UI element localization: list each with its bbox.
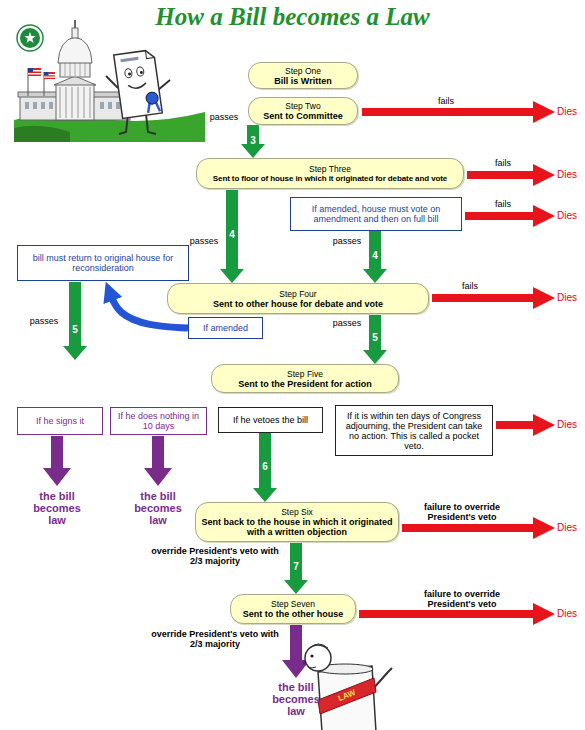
box-text: Step Seven <box>271 599 315 609</box>
box-body: Bill is Written <box>274 76 331 86</box>
outcome-box: If he does nothing in 10 days <box>110 407 207 435</box>
box-body: Sent back to the house in which it origi… <box>200 517 394 537</box>
box-text: Step One <box>285 66 321 76</box>
dome-statue <box>74 20 76 28</box>
flow-label: failure to override President's veto <box>407 589 517 609</box>
step-box: Step SevenSent to the other house <box>230 594 356 624</box>
fail-arrow <box>465 205 555 227</box>
law-arrow <box>144 436 172 486</box>
box-text: Step Two <box>285 101 320 111</box>
flow-label: passes <box>188 236 220 246</box>
outcome-label: Dies <box>557 292 585 304</box>
outcome-label: Dies <box>557 608 585 620</box>
amendment-box: If amended, house must vote on amendment… <box>290 197 462 231</box>
pass-arrow <box>363 231 387 283</box>
capitol-columns <box>60 87 90 118</box>
box-text: If he does nothing in 10 days <box>115 411 202 431</box>
law-character <box>303 644 392 730</box>
box-body: Sent to the other house <box>243 609 344 619</box>
outcome-label: Dies <box>557 419 585 431</box>
law-arrow <box>282 625 310 678</box>
flow-label: failure to override President's veto <box>407 502 517 522</box>
box-text: Step Six <box>281 507 313 517</box>
flow-label: passes <box>26 316 62 326</box>
pass-arrow <box>284 542 308 594</box>
box-text: If amended, house must vote on amendment… <box>295 204 457 224</box>
outcome-box: If it is within ten days of Congress adj… <box>335 405 493 456</box>
outcome-box: If he signs it <box>17 407 103 435</box>
fail-arrow <box>359 603 555 625</box>
amendment-box: bill must return to original house for r… <box>17 245 189 281</box>
pass-arrow <box>253 433 277 502</box>
law-label: the bill becomes law <box>128 490 188 526</box>
box-text: Step Four <box>279 289 316 299</box>
flow-label: passes <box>331 236 363 246</box>
step-box: Step SixSent back to the house in which … <box>195 502 399 542</box>
box-text: If amended <box>203 323 248 333</box>
step-box: Step FiveSent to the President for actio… <box>211 364 399 393</box>
capitol-illustration <box>14 20 205 142</box>
box-body: Sent to floor of house in which it origi… <box>213 174 447 184</box>
pass-arrow <box>241 125 265 158</box>
flow-label: passes <box>331 318 363 328</box>
outcome-box: If he vetoes the bill <box>218 407 323 433</box>
dome-lantern <box>72 28 78 38</box>
law-label: the bill becomes law <box>27 490 87 526</box>
flow-label: fails <box>485 199 521 209</box>
step-box: Step TwoSent to Committee <box>248 97 358 125</box>
bush <box>14 126 70 142</box>
box-text: If he signs it <box>36 416 84 426</box>
flow-label: passes <box>208 112 240 122</box>
pass-arrow <box>63 282 87 360</box>
star-badge <box>17 25 43 51</box>
law-arrow <box>43 436 71 486</box>
outcome-label: Dies <box>557 106 585 118</box>
fail-arrow <box>432 287 555 309</box>
pass-arrow <box>363 314 387 364</box>
box-text: If he vetoes the bill <box>233 415 308 425</box>
fail-arrow <box>467 164 555 186</box>
fail-arrow <box>402 517 555 539</box>
capitol-drum <box>60 62 90 77</box>
box-body: Sent to the President for action <box>238 379 372 389</box>
box-body: Sent to other house for debate and vote <box>213 299 383 309</box>
capitol-dome <box>58 37 92 63</box>
box-text: Step Three <box>309 164 351 174</box>
fail-arrow <box>496 414 555 436</box>
pass-arrow <box>220 189 244 283</box>
box-text: Step Five <box>287 369 323 379</box>
outcome-label: Dies <box>557 522 585 534</box>
step-box: Step OneBill is Written <box>248 62 358 89</box>
outcome-label: Dies <box>557 169 585 181</box>
diagram-title: How a Bill becomes a Law <box>0 2 585 32</box>
law-label: the bill becomes law <box>266 681 326 717</box>
flow-label: fails <box>452 281 488 291</box>
flag <box>28 68 41 96</box>
capitol-portico <box>56 84 94 120</box>
flow-label: fails <box>485 158 521 168</box>
box-body: Sent to Committee <box>263 111 343 121</box>
box-text: bill must return to original house for r… <box>22 253 184 273</box>
step-box: Step FourSent to other house for debate … <box>167 283 429 314</box>
flow-label: override President's veto with 2/3 major… <box>150 546 280 566</box>
box-text: If it is within ten days of Congress adj… <box>340 411 488 451</box>
step-box: Step ThreeSent to floor of house in whic… <box>196 158 464 189</box>
drum-columns <box>65 63 85 76</box>
bill-character <box>106 50 170 134</box>
flow-label: override President's veto with 2/3 major… <box>150 629 280 649</box>
outcome-label: Dies <box>557 210 585 222</box>
flow-label: fails <box>428 96 464 106</box>
flag <box>44 72 55 96</box>
amendment-box: If amended <box>188 317 263 339</box>
fail-arrow <box>362 101 555 123</box>
